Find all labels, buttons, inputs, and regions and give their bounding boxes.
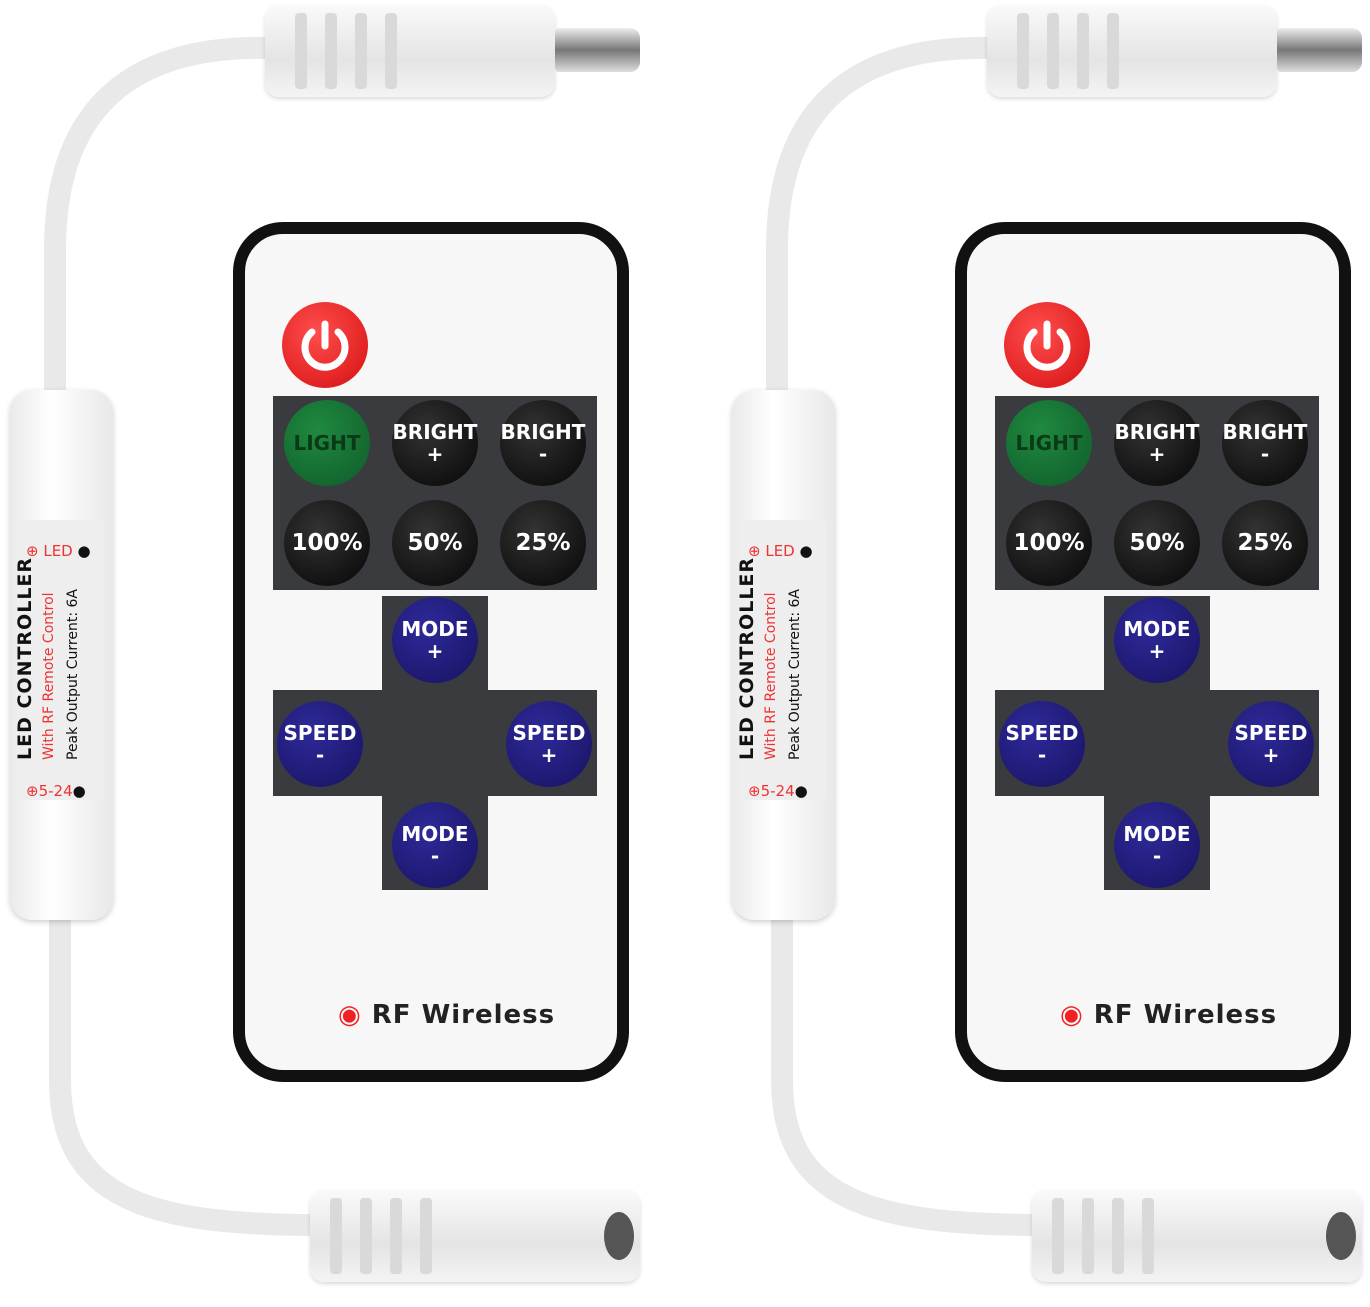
button-label: 25% — [1237, 530, 1293, 556]
speed-down-button[interactable]: SPEED- — [999, 701, 1085, 787]
led-controller-kit: ⊕ LED ● ⊕5-24● LED CONTROLLER With RF Re… — [722, 0, 1370, 1307]
button-label: - — [1152, 844, 1162, 868]
controller-subtitle: With RF Remote Control — [41, 592, 57, 760]
button-label: 100% — [1013, 530, 1085, 556]
button-label: BRIGHT — [500, 420, 586, 444]
speed-up-button[interactable]: SPEED+ — [1228, 701, 1314, 787]
controller-label: ⊕ LED ● ⊕5-24● — [18, 520, 104, 800]
controller-subtitle: With RF Remote Control — [763, 592, 779, 760]
controller-title: LED CONTROLLER — [14, 556, 36, 760]
controller-module: ⊕ LED ● ⊕5-24● LED CONTROLLER With RF Re… — [10, 390, 113, 920]
rf-wireless-label: ◉ RF Wireless — [1060, 1000, 1277, 1030]
brightness-25-button[interactable]: 25% — [500, 500, 586, 586]
mode-down-button[interactable]: MODE- — [392, 802, 478, 888]
rf-wireless-label: ◉ RF Wireless — [338, 1000, 555, 1030]
mode-up-button[interactable]: MODE+ — [392, 597, 478, 683]
brightness-50-button[interactable]: 50% — [1114, 500, 1200, 586]
power-icon — [1023, 320, 1071, 371]
led-terminal: ⊕ LED ● — [748, 542, 813, 560]
button-label: 100% — [291, 530, 363, 556]
wifi-icon: ◉ — [1060, 1000, 1084, 1030]
speed-up-button[interactable]: SPEED+ — [506, 701, 592, 787]
button-label: - — [1260, 442, 1270, 466]
brightness-50-button[interactable]: 50% — [392, 500, 478, 586]
cable — [44, 36, 321, 1236]
brightness-100-button[interactable]: 100% — [1006, 500, 1092, 586]
bright-down-button[interactable]: BRIGHT- — [500, 400, 586, 486]
led-terminal: ⊕ LED ● — [26, 542, 91, 560]
controller-text: LED CONTROLLER With RF Remote Control Pe… — [13, 530, 85, 760]
button-label: SPEED — [512, 721, 586, 745]
dc-female-connector — [310, 1190, 640, 1282]
button-label: + — [426, 442, 444, 466]
dc-male-connector — [987, 5, 1277, 97]
button-label: 25% — [515, 530, 571, 556]
rf-wireless-text: RF Wireless — [371, 1000, 556, 1030]
mode-up-button[interactable]: MODE+ — [1114, 597, 1200, 683]
power-terminal: ⊕5-24● — [748, 782, 808, 800]
button-label: MODE — [401, 617, 469, 641]
voltage-label: 5-24 — [38, 782, 73, 800]
button-label: SPEED — [283, 721, 357, 745]
button-label: LIGHT — [1015, 431, 1083, 455]
button-label: LIGHT — [293, 431, 361, 455]
brightness-25-button[interactable]: 25% — [1222, 500, 1308, 586]
speed-down-button[interactable]: SPEED- — [277, 701, 363, 787]
cable — [766, 36, 1043, 1236]
button-label: - — [430, 844, 440, 868]
led-label: LED — [765, 542, 795, 560]
dc-female-connector — [1032, 1190, 1362, 1282]
button-label: SPEED — [1005, 721, 1079, 745]
dc-plug-tip — [1277, 28, 1362, 72]
button-label: SPEED — [1234, 721, 1308, 745]
button-label: - — [1037, 743, 1047, 767]
brightness-100-button[interactable]: 100% — [284, 500, 370, 586]
power-icon — [301, 320, 349, 371]
button-label: + — [1148, 639, 1166, 663]
button-label: MODE — [401, 822, 469, 846]
bright-up-button[interactable]: BRIGHT+ — [392, 400, 478, 486]
mode-down-button[interactable]: MODE- — [1114, 802, 1200, 888]
button-label: - — [538, 442, 548, 466]
button-label: 50% — [407, 530, 463, 556]
dc-male-connector — [265, 5, 555, 97]
controller-module: ⊕ LED ● ⊕5-24● LED CONTROLLER With RF Re… — [732, 390, 835, 920]
controller-spec: Peak Output Current: 6A — [65, 588, 81, 760]
controller-label: ⊕ LED ● ⊕5-24● — [740, 520, 826, 800]
button-label: + — [1148, 442, 1166, 466]
bright-down-button[interactable]: BRIGHT- — [1222, 400, 1308, 486]
wifi-icon: ◉ — [338, 1000, 362, 1030]
led-controller-kit: ⊕ LED ● ⊕5-24● LED CONTROLLER With RF Re… — [0, 0, 680, 1307]
button-label: BRIGHT — [1222, 420, 1308, 444]
button-label: + — [1262, 743, 1280, 767]
power-terminal: ⊕5-24● — [26, 782, 86, 800]
button-label: + — [540, 743, 558, 767]
button-label: MODE — [1123, 617, 1191, 641]
button-label: BRIGHT — [1114, 420, 1200, 444]
controller-spec: Peak Output Current: 6A — [787, 588, 803, 760]
dc-plug-tip — [555, 28, 640, 72]
button-label: MODE — [1123, 822, 1191, 846]
button-label: + — [426, 639, 444, 663]
light-button[interactable]: LIGHT — [284, 400, 370, 486]
rf-wireless-text: RF Wireless — [1093, 1000, 1278, 1030]
power-button[interactable] — [282, 302, 368, 388]
button-label: 50% — [1129, 530, 1185, 556]
button-label: - — [315, 743, 325, 767]
light-button[interactable]: LIGHT — [1006, 400, 1092, 486]
controller-text: LED CONTROLLER With RF Remote Control Pe… — [735, 530, 807, 760]
power-button[interactable] — [1004, 302, 1090, 388]
button-label: BRIGHT — [392, 420, 478, 444]
controller-title: LED CONTROLLER — [736, 556, 758, 760]
voltage-label: 5-24 — [760, 782, 795, 800]
bright-up-button[interactable]: BRIGHT+ — [1114, 400, 1200, 486]
led-label: LED — [43, 542, 73, 560]
